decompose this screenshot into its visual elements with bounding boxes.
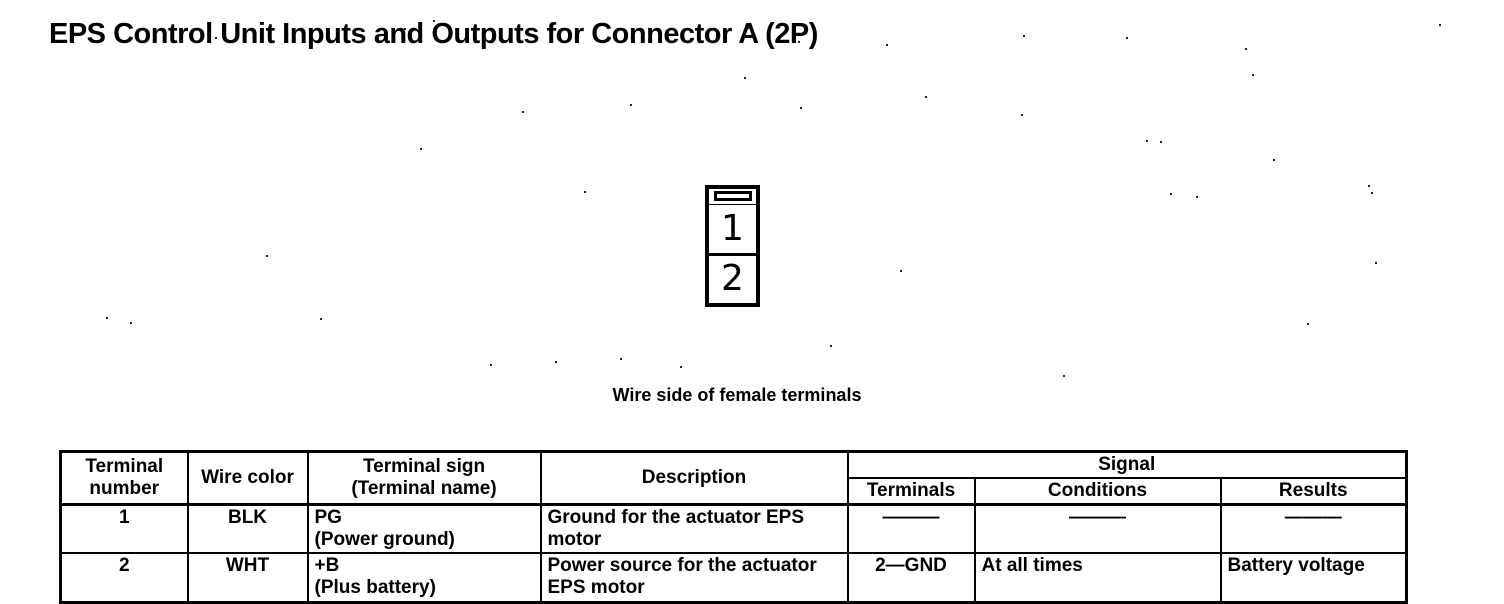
cell-wire-color: BLK bbox=[186, 502, 309, 555]
cell-description: Ground for the actuator EPS motor bbox=[539, 502, 849, 555]
cell-signal-terminals: 2—GND bbox=[846, 552, 976, 604]
connector-latch-tab bbox=[713, 191, 752, 201]
scan-noise-artifacts bbox=[0, 0, 2, 2]
header-terminal-sign: Terminal sign (Terminal name) bbox=[306, 450, 542, 506]
header-signal: Signal bbox=[846, 450, 1408, 479]
cell-signal-results: Battery voltage bbox=[1219, 552, 1408, 604]
pinout-table: Terminal number Wire color Terminal sign… bbox=[59, 450, 1408, 604]
connector-2p-diagram: 1 2 bbox=[705, 185, 760, 307]
table-row-terminal-1: 1 BLK PG (Power ground) Ground for the a… bbox=[59, 502, 1408, 555]
header-description: Description bbox=[539, 450, 849, 506]
cell-signal-conditions: ——— bbox=[973, 502, 1222, 555]
header-terminal-number: Terminal number bbox=[59, 450, 189, 506]
cell-description: Power source for the actuator EPS motor bbox=[539, 552, 849, 604]
header-signal-results: Results bbox=[1219, 476, 1408, 506]
header-signal-terminals: Terminals bbox=[846, 476, 976, 506]
connector-divider-line bbox=[709, 204, 756, 205]
header-wire-color: Wire color bbox=[186, 450, 309, 506]
cell-wire-color: WHT bbox=[186, 552, 309, 604]
cell-signal-terminals: ——— bbox=[846, 502, 976, 555]
header-signal-conditions: Conditions bbox=[973, 476, 1222, 506]
diagram-caption: Wire side of female terminals bbox=[612, 385, 862, 405]
cell-signal-results: ——— bbox=[1219, 502, 1408, 555]
cell-signal-conditions: At all times bbox=[973, 552, 1222, 604]
cell-terminal-sign: +B (Plus battery) bbox=[306, 552, 542, 604]
page-title: EPS Control Unit Inputs and Outputs for … bbox=[49, 18, 818, 50]
cell-terminal-number: 2 bbox=[59, 552, 189, 604]
table-row-terminal-2: 2 WHT +B (Plus battery) Power source for… bbox=[59, 552, 1408, 604]
connector-cavity-2: 2 bbox=[721, 258, 744, 300]
cell-terminal-number: 1 bbox=[59, 502, 189, 555]
connector-cavity-1: 1 bbox=[709, 205, 756, 256]
cell-terminal-sign: PG (Power ground) bbox=[306, 502, 542, 555]
